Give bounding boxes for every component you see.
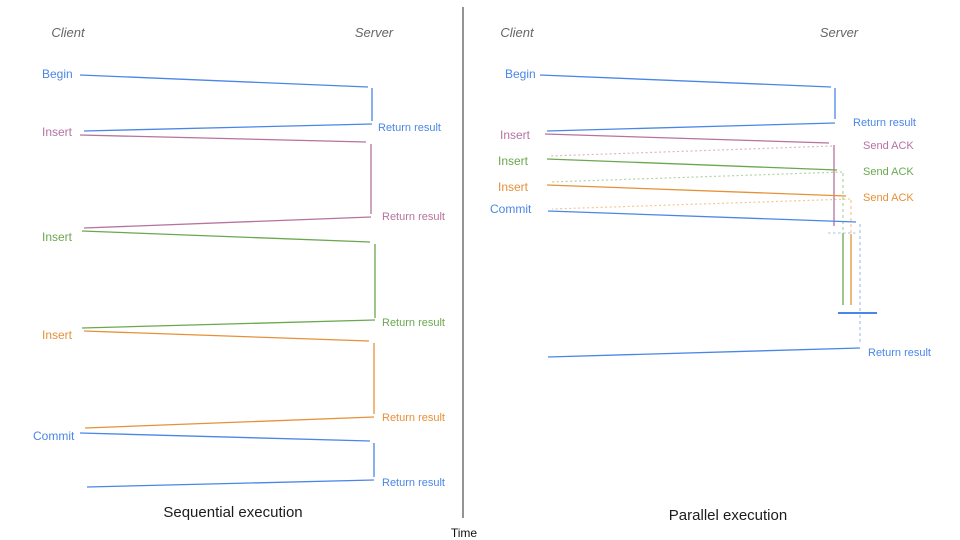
- par-commit-return-arrow: [547, 347, 861, 358]
- seq-begin-return-arrow: [83, 123, 373, 132]
- par-insert2-call-arrow: [546, 158, 838, 171]
- par-insert1-ack-label: Send ACK: [863, 140, 914, 152]
- par-insert2-label: Insert: [498, 154, 529, 168]
- par-begin-label: Begin: [505, 67, 536, 81]
- par-commit-label: Commit: [490, 202, 532, 216]
- sequential-client-header: Client: [51, 25, 86, 40]
- par-insert1-ack-arrow: [549, 145, 833, 157]
- par-insert2-ack-label: Send ACK: [863, 166, 914, 178]
- par-insert1-call-arrow: [544, 133, 830, 144]
- seq-commit-label: Commit: [33, 429, 75, 443]
- par-insert3-call-arrow: [546, 184, 847, 197]
- seq-insert3-label: Insert: [42, 328, 73, 342]
- par-insert2-ack-arrow: [549, 171, 843, 183]
- time-axis: Time: [451, 7, 478, 540]
- seq-insert3-return-label: Return result: [382, 412, 445, 424]
- par-insert3-ack-arrow: [551, 198, 851, 210]
- sequential-server-header: Server: [355, 25, 394, 40]
- parallel-client-header: Client: [500, 25, 535, 40]
- par-begin-call-arrow: [539, 74, 832, 88]
- seq-begin-label: Begin: [42, 67, 73, 81]
- par-commit-return-label: Return result: [868, 347, 931, 359]
- seq-begin-return-label: Return result: [378, 122, 441, 134]
- seq-insert2-label: Insert: [42, 230, 73, 244]
- seq-commit-return-label: Return result: [382, 477, 445, 489]
- seq-insert2-return-label: Return result: [382, 317, 445, 329]
- seq-commit-return-arrow: [86, 479, 375, 488]
- par-insert3-ack-label: Send ACK: [863, 192, 914, 204]
- seq-insert1-label: Insert: [42, 125, 73, 139]
- seq-insert3-return-arrow: [84, 416, 375, 429]
- seq-insert1-return-label: Return result: [382, 211, 445, 223]
- seq-insert3-call-arrow: [83, 330, 370, 342]
- par-insert1-label: Insert: [500, 128, 531, 142]
- seq-insert2-call-arrow: [81, 230, 371, 243]
- seq-insert2-return-arrow: [81, 319, 376, 329]
- parallel-panel: Client Server Begin Return result Insert…: [490, 25, 931, 524]
- seq-commit-call-arrow: [79, 432, 371, 442]
- parallel-title: Parallel execution: [669, 507, 787, 524]
- seq-insert1-return-arrow: [83, 216, 372, 229]
- sequential-title: Sequential execution: [163, 504, 302, 521]
- par-begin-return-label: Return result: [853, 117, 916, 129]
- par-insert3-label: Insert: [498, 180, 529, 194]
- seq-insert1-call-arrow: [79, 134, 367, 143]
- parallel-server-header: Server: [820, 25, 859, 40]
- sequential-panel: Client Server Begin Return result Insert…: [33, 25, 445, 521]
- seq-begin-call-arrow: [79, 74, 369, 88]
- par-begin-return-arrow: [546, 122, 836, 132]
- time-axis-label: Time: [451, 526, 478, 540]
- par-commit-call-arrow: [547, 210, 857, 223]
